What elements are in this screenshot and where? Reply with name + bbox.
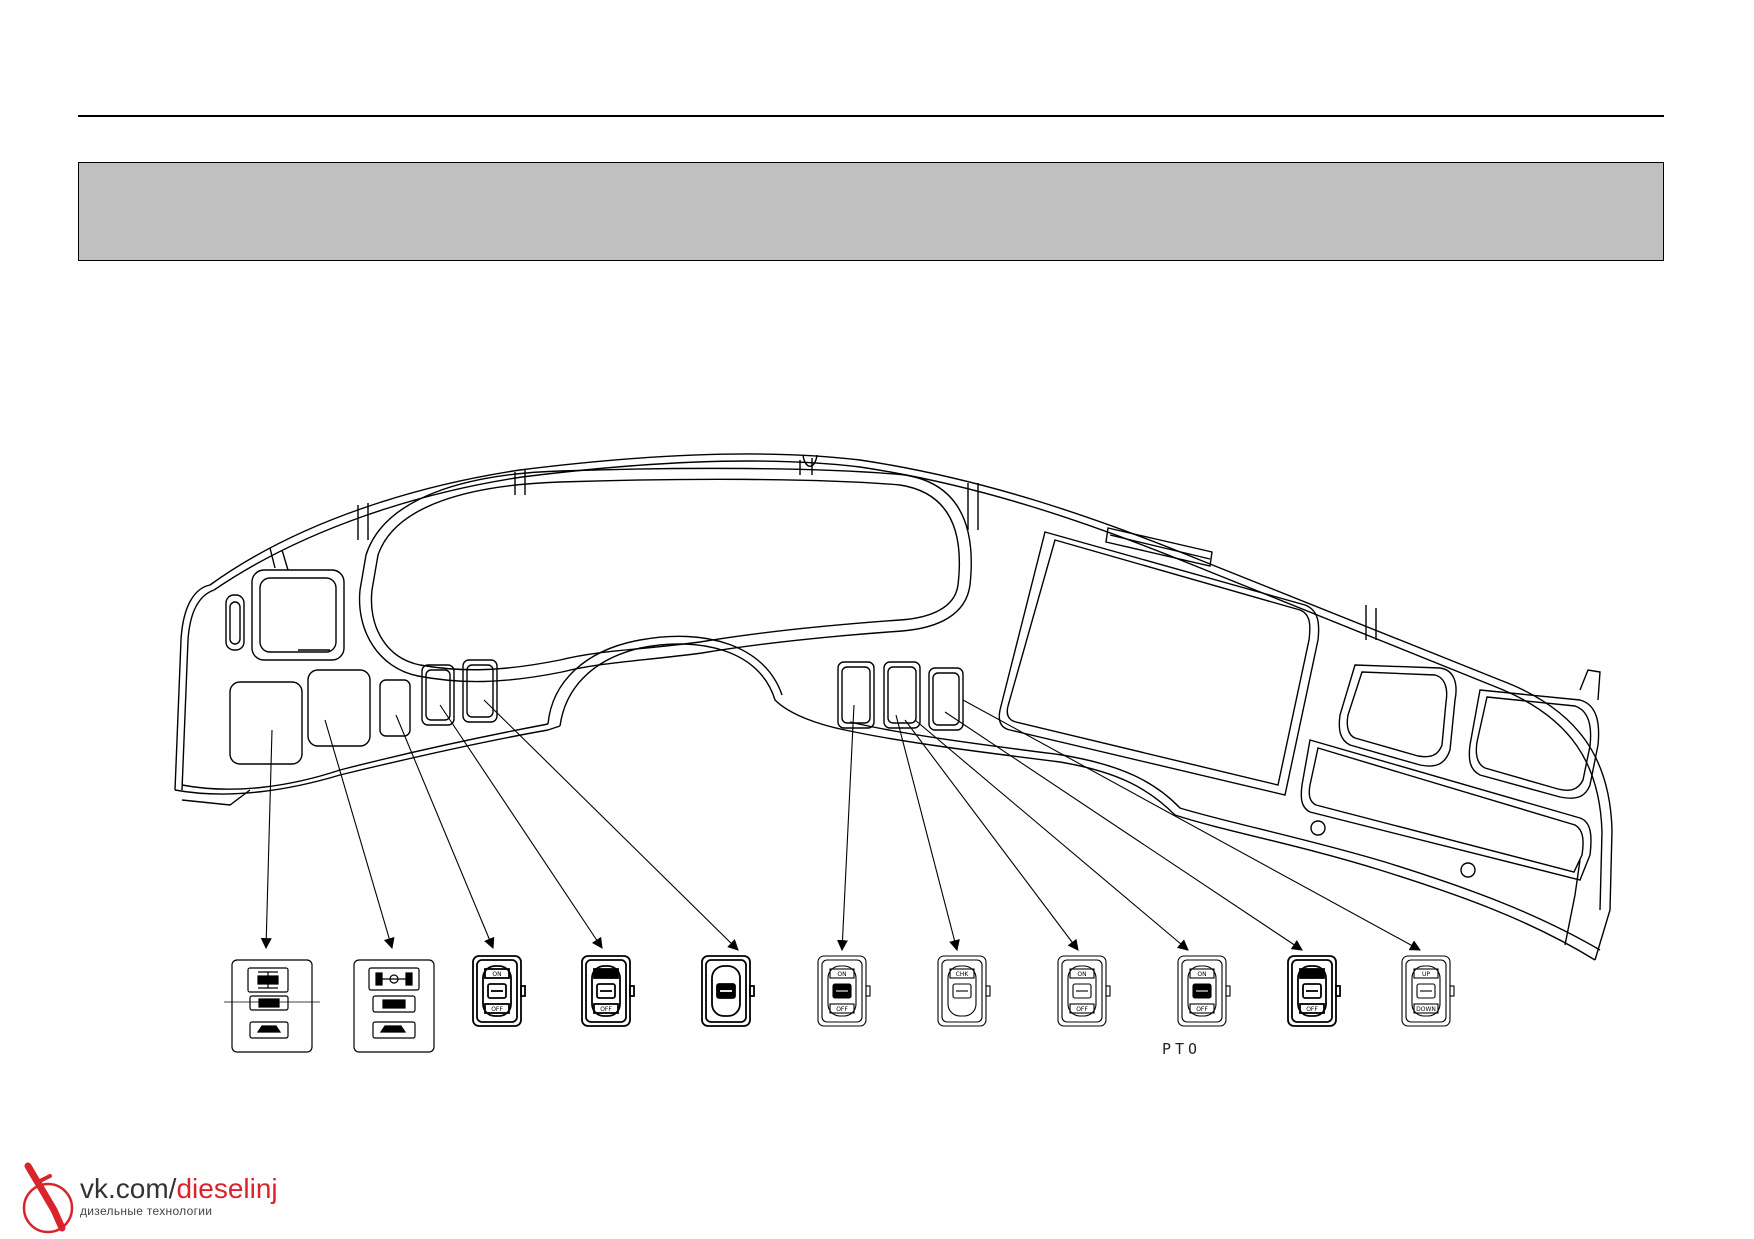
header-rule <box>78 115 1664 117</box>
injector-logo-icon <box>22 1162 74 1234</box>
switch-tilt-cab <box>701 955 755 1027</box>
watermark-text: vk.com/dieselinj дизельные технологии <box>80 1174 278 1219</box>
switch-gauge-bottom-text: OFF <box>1076 1006 1088 1013</box>
switch-gauge-symbol-icon <box>1072 983 1092 999</box>
switch-fog-light: ON OFF <box>581 955 635 1027</box>
watermark-url[interactable]: vk.com/dieselinj <box>80 1174 278 1204</box>
switch-check-top-text: CHK <box>956 971 970 978</box>
arrow-11 <box>962 699 1421 951</box>
switch-headlight-bottom-text: OFF <box>491 1006 503 1013</box>
arrow-5 <box>483 699 739 951</box>
switch-on-off: ON OFF <box>1287 955 1341 1027</box>
switch-exhaust-brake-bottom-text: OFF <box>836 1006 848 1013</box>
switch-on-off-bottom-text: OFF <box>1306 1006 1318 1013</box>
watermark-url-prefix: vk.com/ <box>80 1173 177 1204</box>
switch-exhaust-brake: ON OFF <box>817 955 871 1027</box>
leader-arrows <box>260 699 1421 952</box>
switch-headlight-top-text: ON <box>492 971 501 978</box>
watermark: vk.com/dieselinj дизельные технологии <box>16 1158 336 1238</box>
arrow-1 <box>260 729 273 950</box>
switch-headlight: ON OFF <box>472 955 526 1027</box>
arrow-6 <box>836 704 855 952</box>
switch-exhaust-brake-top-text: ON <box>837 971 846 978</box>
arrow-2 <box>324 719 395 950</box>
switch-mirror-up-down-bottom-text: DOWN <box>1416 1006 1436 1013</box>
switch-gauge: ON OFF <box>1057 955 1111 1027</box>
switch-check-symbol-icon <box>952 983 972 999</box>
title-band <box>78 162 1664 261</box>
arrow-7 <box>895 714 960 952</box>
dashboard-panel <box>174 453 1613 961</box>
switch-on-off-top-text: ON <box>1307 971 1316 978</box>
switch-pto-top-text: ON <box>1197 971 1206 978</box>
switch-mirror-up-down-top-text: UP <box>1422 971 1430 978</box>
watermark-subtitle: дизельные технологии <box>80 1204 213 1218</box>
arrow-10 <box>944 711 1303 951</box>
switch-on-off-symbol-icon <box>1302 983 1322 999</box>
switch-pto: ON OFF <box>1177 955 1231 1027</box>
switch-fog-light-bottom-text: OFF <box>600 1006 612 1013</box>
switch-fog-light-symbol-icon <box>596 983 616 999</box>
arrow-3 <box>395 714 495 950</box>
switch-axle-panel <box>353 959 435 1053</box>
switch-headlight-symbol-icon <box>487 983 507 999</box>
switch-mirror-up-down: UP DOWN <box>1401 955 1455 1027</box>
arrow-4 <box>439 704 603 949</box>
switch-4wd-panel <box>224 959 320 1053</box>
rocker-switches: ON OFF ON OFF ON OFF CHK ON OFF ON OFF ON OFF UP DOWN <box>472 955 1455 1027</box>
switch-mirror-up-down-symbol-icon <box>1416 983 1436 999</box>
arrow-8 <box>904 719 1079 951</box>
switch-pto-bottom-text: OFF <box>1196 1006 1208 1013</box>
pto-label: PTO <box>1162 1040 1201 1058</box>
switch-fog-light-top-text: ON <box>601 971 610 978</box>
watermark-url-accent: dieselinj <box>176 1173 278 1204</box>
switch-check: CHK <box>937 955 991 1027</box>
switch-gauge-top-text: ON <box>1077 971 1086 978</box>
arrow-9 <box>914 719 1189 951</box>
